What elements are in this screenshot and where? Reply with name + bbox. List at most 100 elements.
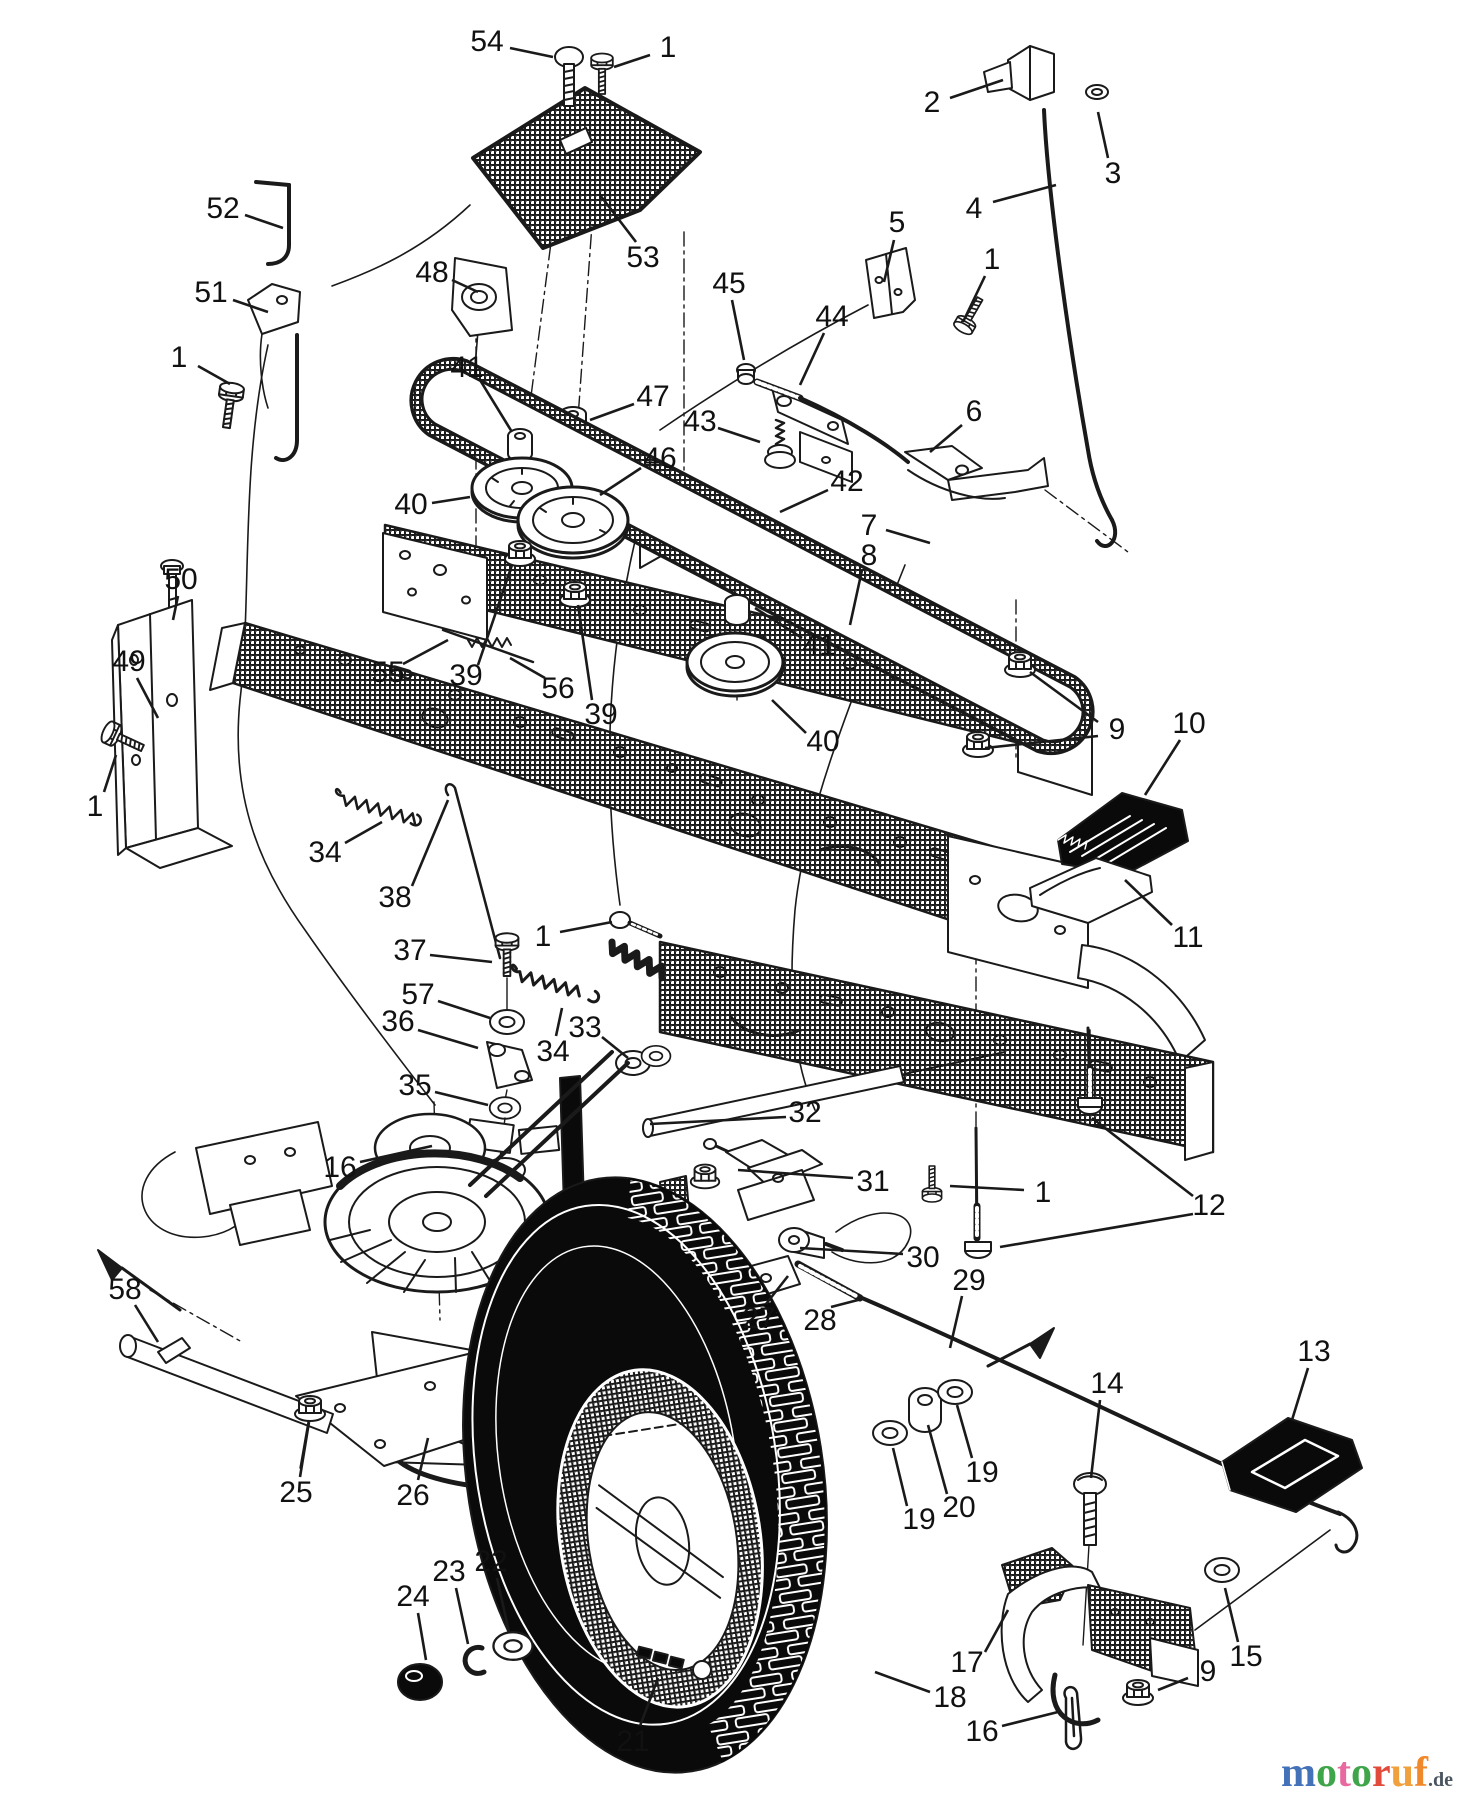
spring-dark	[608, 938, 666, 982]
knob-30	[778, 1212, 912, 1264]
clutch-rod-28-29	[794, 1260, 1359, 1554]
leader-line-56	[509, 656, 546, 680]
pedal-13	[1221, 1417, 1363, 1513]
leader-line-41	[478, 379, 514, 433]
leader-line-1	[613, 53, 651, 69]
leader-line-22	[495, 1577, 511, 1633]
leader-line-1	[961, 275, 987, 323]
leader-line-32	[649, 1115, 787, 1126]
leader-line-49	[135, 677, 160, 719]
link-44	[771, 387, 853, 483]
brake-crank-7-8	[904, 445, 1049, 501]
idler-pulley-40	[685, 594, 785, 698]
leader-line-10	[1143, 739, 1182, 796]
logo-letter: o	[1315, 1750, 1337, 1796]
leader-line-15	[1223, 1587, 1240, 1643]
frame-rail-rear	[658, 940, 1215, 1161]
bolt-54	[554, 46, 584, 107]
pedal-11	[1029, 857, 1153, 924]
leader-line-48	[451, 278, 479, 294]
leader-line-28	[830, 1298, 859, 1309]
shoulder-screw-43	[764, 418, 796, 469]
rear-wheel	[462, 1176, 828, 1774]
rod-52	[254, 180, 299, 462]
lift-rod-4	[1042, 108, 1118, 548]
leader-line-1	[197, 364, 231, 386]
leader-line-37	[429, 953, 493, 964]
leader-line-25	[298, 1421, 311, 1478]
axle-shaft	[97, 1249, 334, 1434]
cotter-pin-16b	[1063, 1685, 1083, 1750]
logo-letter: r	[1371, 1750, 1391, 1796]
leader-line-33	[601, 1035, 629, 1060]
leader-line-19	[891, 1447, 909, 1507]
leader-line-31	[737, 1168, 854, 1180]
hub-parts-22-23-24	[397, 1631, 534, 1701]
leader-line-44	[798, 332, 826, 386]
square-key-58	[157, 1337, 191, 1364]
leader-line-12	[999, 1212, 1194, 1249]
motoruf-logo[interactable]: motoruf.de	[1281, 1752, 1453, 1794]
leader-line-13	[1290, 1367, 1310, 1421]
leader-line-50	[171, 595, 180, 621]
motoruf-logo-suffix: .de	[1428, 1769, 1453, 1791]
leader-line-23	[454, 1587, 470, 1645]
cap-nut-45	[736, 363, 756, 385]
leader-line-1	[102, 754, 118, 793]
leader-line-55	[402, 638, 449, 666]
leader-line-52	[244, 213, 284, 230]
bolt-1-mid	[609, 911, 663, 939]
leader-line-6	[929, 424, 963, 453]
leader-line-21	[638, 1677, 660, 1727]
leader-line-1	[559, 920, 613, 934]
leader-line-35	[434, 1090, 489, 1107]
leader-line-46	[599, 466, 642, 497]
bracket-51	[247, 283, 301, 409]
frame-rail-front	[209, 621, 1067, 960]
logo-letter: m	[1280, 1750, 1316, 1796]
leader-line-40	[771, 699, 807, 734]
leader-line-20	[926, 1424, 949, 1495]
pedal-pad-10	[1057, 792, 1189, 875]
leader-line-45	[730, 299, 746, 361]
leader-line-7	[885, 528, 931, 545]
leader-line-9	[1157, 1676, 1189, 1692]
pedal-bracket-17-18	[1000, 1529, 1331, 1727]
drive-belt	[409, 356, 1095, 756]
leader-line-36	[417, 1028, 479, 1050]
leader-line-51	[232, 298, 269, 314]
leader-line-39	[476, 564, 514, 666]
leader-line-19	[955, 1404, 974, 1459]
leader-line-42	[779, 488, 829, 514]
shaft-32	[642, 1051, 1006, 1138]
pulley-46	[516, 485, 630, 560]
leader-line-14	[1089, 1399, 1102, 1479]
leader-line-17	[983, 1609, 1010, 1653]
logo-letter: f	[1414, 1750, 1428, 1796]
leader-line-40	[431, 495, 471, 505]
bracket-48	[451, 257, 513, 337]
leader-line-16	[1001, 1710, 1059, 1728]
link-rod-38	[444, 783, 502, 960]
leader-line-34	[344, 820, 383, 845]
logo-letter: t	[1336, 1750, 1351, 1796]
leader-line-9	[984, 734, 1099, 750]
spring-34a	[334, 787, 422, 827]
leader-line-41	[754, 606, 803, 640]
nut-3	[1085, 84, 1109, 100]
leader-line-26	[416, 1437, 430, 1481]
bracket-2	[983, 45, 1055, 101]
leader-line-9	[1029, 670, 1099, 724]
leader-line-34	[554, 1007, 564, 1037]
valve-stem-21	[635, 1645, 712, 1680]
brake-rod-6	[753, 378, 910, 464]
leader-line-54	[509, 46, 554, 59]
leader-line-53	[598, 194, 638, 243]
bolt-14	[1073, 1472, 1107, 1646]
leader-line-39	[576, 604, 594, 701]
leader-line-11	[1124, 879, 1173, 926]
bracket-5	[865, 247, 916, 319]
motoruf-logo-letters: motoruf	[1281, 1750, 1428, 1796]
